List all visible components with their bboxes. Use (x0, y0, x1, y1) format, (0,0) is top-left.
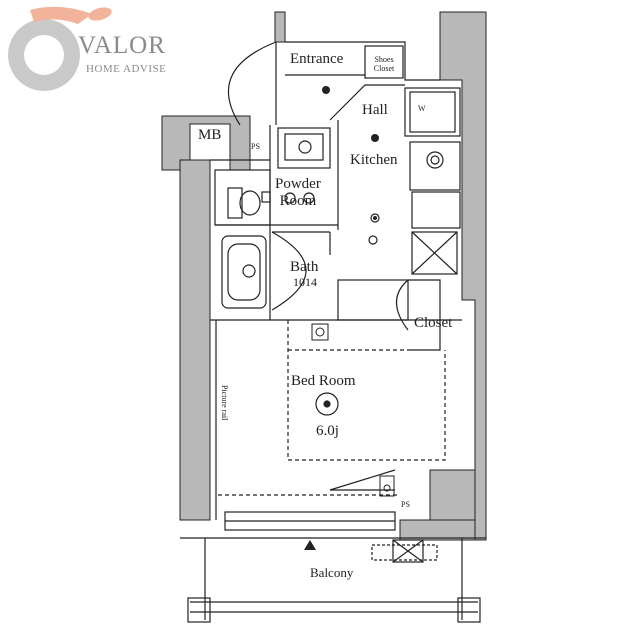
label-picture-rail: Picture rail (220, 385, 229, 421)
label-entrance: Entrance (290, 51, 344, 67)
label-balcony: Balcony (310, 565, 354, 580)
label-shoes-closet: Shoes Closet (373, 55, 395, 73)
label-mb: MB (198, 127, 222, 143)
brand-name: VALOR (78, 32, 166, 59)
label-closet: Closet (414, 315, 453, 331)
label-hall: Hall (362, 102, 388, 118)
label-ps-left: PS (251, 142, 260, 151)
label-ps-right: PS (401, 500, 410, 509)
label-bath: Bath (290, 259, 319, 275)
label-w: W (418, 104, 426, 113)
label-bath-size: 1014 (293, 275, 317, 289)
brand-tagline: HOME ADVISE (86, 63, 167, 75)
label-bed-room: Bed Room (291, 373, 356, 389)
label-kitchen: Kitchen (350, 152, 398, 168)
label-powder-room: Powder Room (275, 176, 321, 209)
label-bed-room-size: 6.0j (316, 423, 339, 439)
